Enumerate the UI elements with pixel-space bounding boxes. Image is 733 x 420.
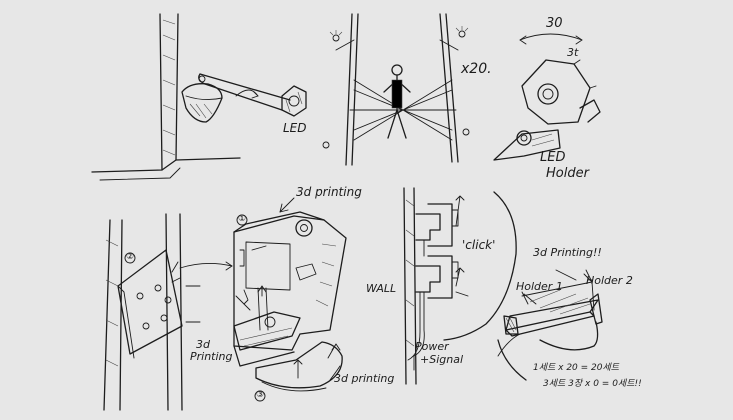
printing-left-label-line2: Printing: [190, 350, 233, 363]
printing-left-label-line1: 3d: [196, 338, 210, 351]
dimension-30-label: 30: [546, 16, 563, 31]
note-line1: 1세트 x 20 = 20세트: [533, 363, 620, 373]
wall-mount-sketch: [103, 197, 347, 411]
figure-frame-sketch: [322, 13, 470, 166]
led-holder-label-line1: LED: [540, 150, 566, 165]
power-label-line2: +Signal: [420, 353, 464, 366]
dimension-3t-label: 3t: [567, 46, 579, 59]
holder2-label: Holder 2: [586, 274, 633, 287]
lamp-post-sketch: [91, 13, 307, 181]
click-label: 'click': [462, 238, 496, 252]
holder-sketch: [497, 269, 603, 381]
wall-section-sketch: [403, 187, 517, 385]
led-label: LED: [283, 121, 307, 135]
circle-mark-1: ①: [238, 214, 247, 224]
circle-mark-2: ②: [126, 252, 135, 262]
circle-mark-3: ③: [256, 390, 265, 400]
wall-label: WALL: [366, 282, 397, 295]
led-holder-label-line2: Holder: [546, 166, 589, 181]
holder1-label: Holder 1: [516, 280, 563, 293]
printing-right-label: 3d Printing!!: [533, 246, 602, 259]
power-label-line1: Power: [415, 340, 449, 353]
led-holder-sketch: [493, 33, 601, 161]
note-line2: 3세트 3장 x 0 = 0세트!!: [543, 379, 642, 389]
multiplier-label: x20.: [461, 61, 492, 77]
printing-top-label: 3d printing: [296, 185, 362, 199]
printing-bottom-label: 3d printing: [334, 372, 395, 385]
